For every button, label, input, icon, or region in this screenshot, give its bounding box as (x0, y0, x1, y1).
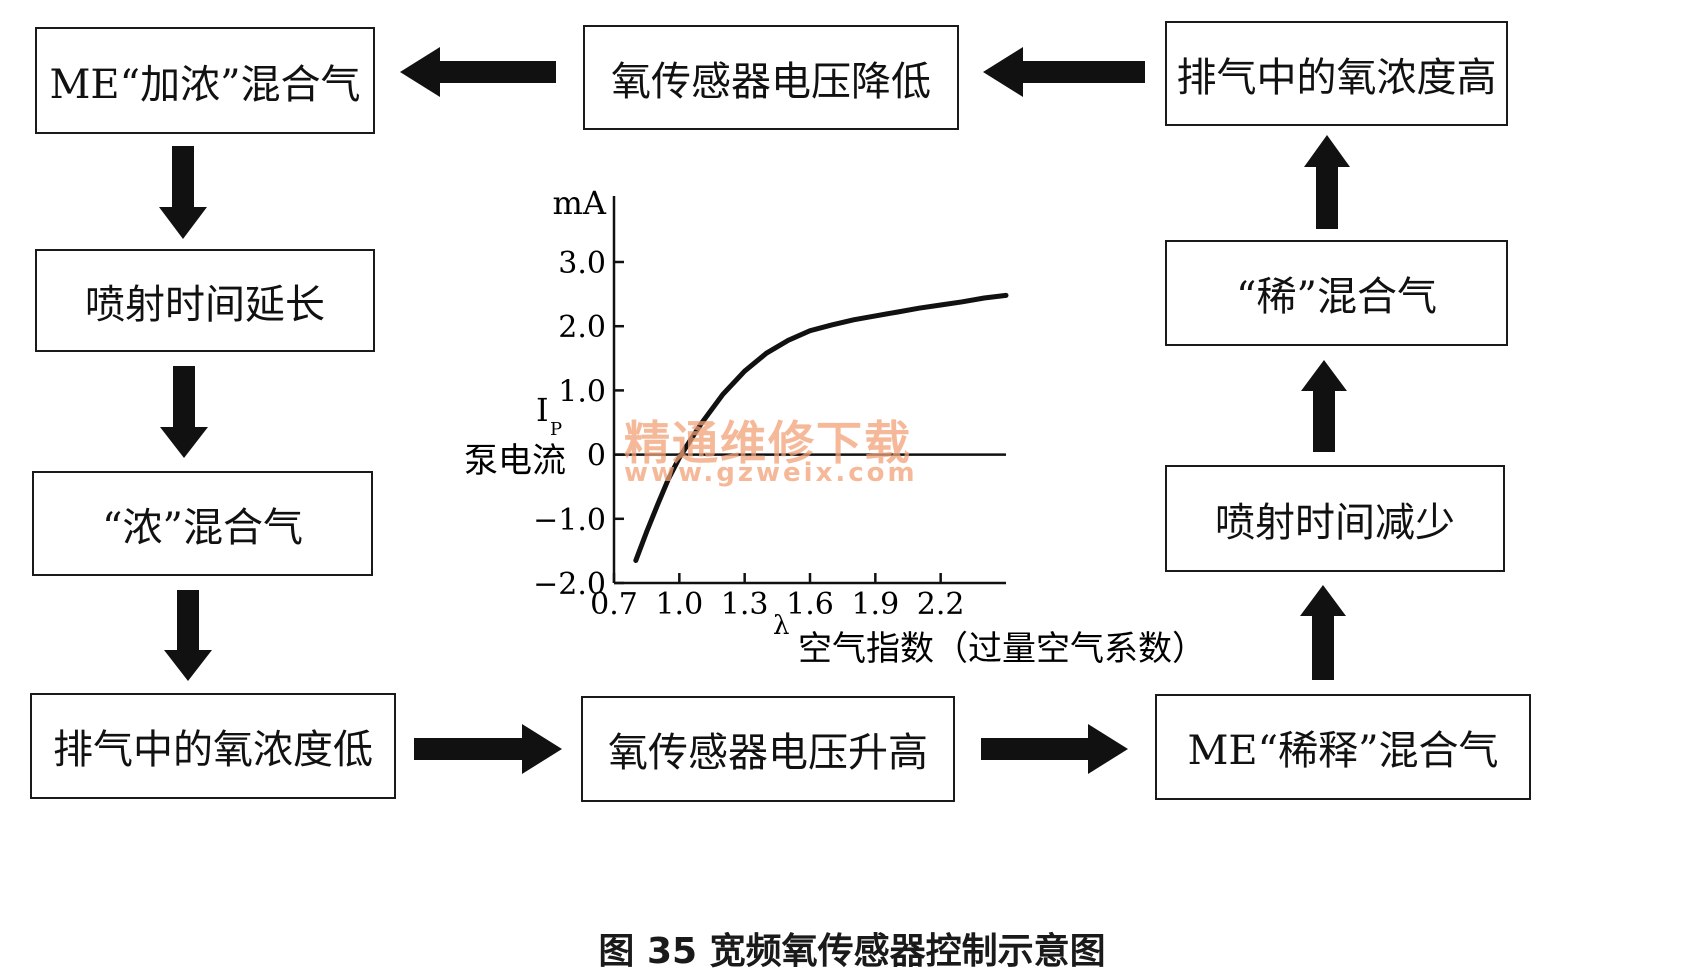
box-label: 排气中的氧浓度低 (53, 727, 373, 773)
box-me-lean-mixture: ME“稀释”混合气 (1155, 694, 1531, 800)
arrow-up-2 (1301, 360, 1347, 452)
box-injection-time-shorter: 喷射时间减少 (1165, 465, 1505, 572)
box-o2-sensor-voltage-low: 氧传感器电压降低 (583, 25, 959, 130)
x-tick-label: 1.9 (851, 587, 899, 622)
box-label: 喷射时间减少 (1215, 499, 1455, 546)
box-label: ME“加浓”混合气 (49, 61, 361, 108)
y-tick-label: 1.0 (558, 374, 606, 409)
box-label: 排气中的氧浓度高 (1176, 54, 1497, 101)
y-tick-label: 3.0 (558, 246, 606, 281)
x-tick-label: 1.3 (721, 587, 769, 622)
arrow-up-1 (1300, 585, 1346, 680)
y-tick-label: −2.0 (533, 567, 606, 602)
box-label: ME“稀释”混合气 (1187, 728, 1499, 774)
watermark-title: 精通维修下载 (624, 416, 912, 470)
box-o2-sensor-voltage-high: 氧传感器电压升高 (581, 696, 955, 802)
box-lean-mixture: “稀”混合气 (1165, 240, 1508, 346)
box-exhaust-o2-low: 排气中的氧浓度低 (30, 693, 396, 799)
x-tick-label: 0.7 (590, 587, 638, 622)
watermark-url: www.gzweix.com (624, 458, 918, 488)
arrow-left-2 (983, 47, 1145, 97)
arrow-down-1 (159, 146, 207, 239)
y-axis-label: 泵电流 (464, 441, 566, 481)
y-tick-label: 0 (587, 439, 606, 474)
box-exhaust-o2-high: 排气中的氧浓度高 (1165, 21, 1508, 126)
box-label: 喷射时间延长 (85, 281, 325, 328)
box-label: “稀”混合气 (1236, 274, 1437, 320)
x-symbol-label: λ (773, 611, 789, 641)
arrow-right-2 (981, 724, 1128, 774)
x-tick-label: 1.6 (786, 587, 834, 622)
arrow-down-2 (160, 366, 208, 458)
x-tick-label: 2.2 (917, 587, 965, 622)
x-tick-label: 1.0 (655, 587, 703, 622)
y-tick-label: 2.0 (558, 310, 606, 345)
box-label: 氧传感器电压升高 (608, 730, 928, 776)
arrow-left-1 (400, 47, 556, 97)
arrow-right-1 (414, 724, 562, 774)
box-label: “浓”混合气 (102, 504, 303, 551)
arrow-down-3 (164, 590, 212, 681)
y-tick-label: −1.0 (533, 503, 606, 538)
y-symbol-subscript: P (550, 419, 562, 440)
y-symbol-label: I (536, 391, 549, 429)
figure-caption: 图 35 宽频氧传感器控制示意图 (598, 931, 1106, 972)
arrow-up-3 (1304, 135, 1350, 229)
box-me-rich-mixture: ME“加浓”混合气 (35, 27, 375, 134)
x-axis-label: 空气指数（过量空气系数） (798, 629, 1206, 669)
box-injection-time-longer: 喷射时间延长 (35, 249, 375, 352)
box-label: 氧传感器电压降低 (611, 58, 931, 105)
box-rich-mixture: “浓”混合气 (32, 471, 373, 576)
pump-current-curve (633, 292, 1009, 563)
y-unit-label: mA (553, 184, 607, 222)
